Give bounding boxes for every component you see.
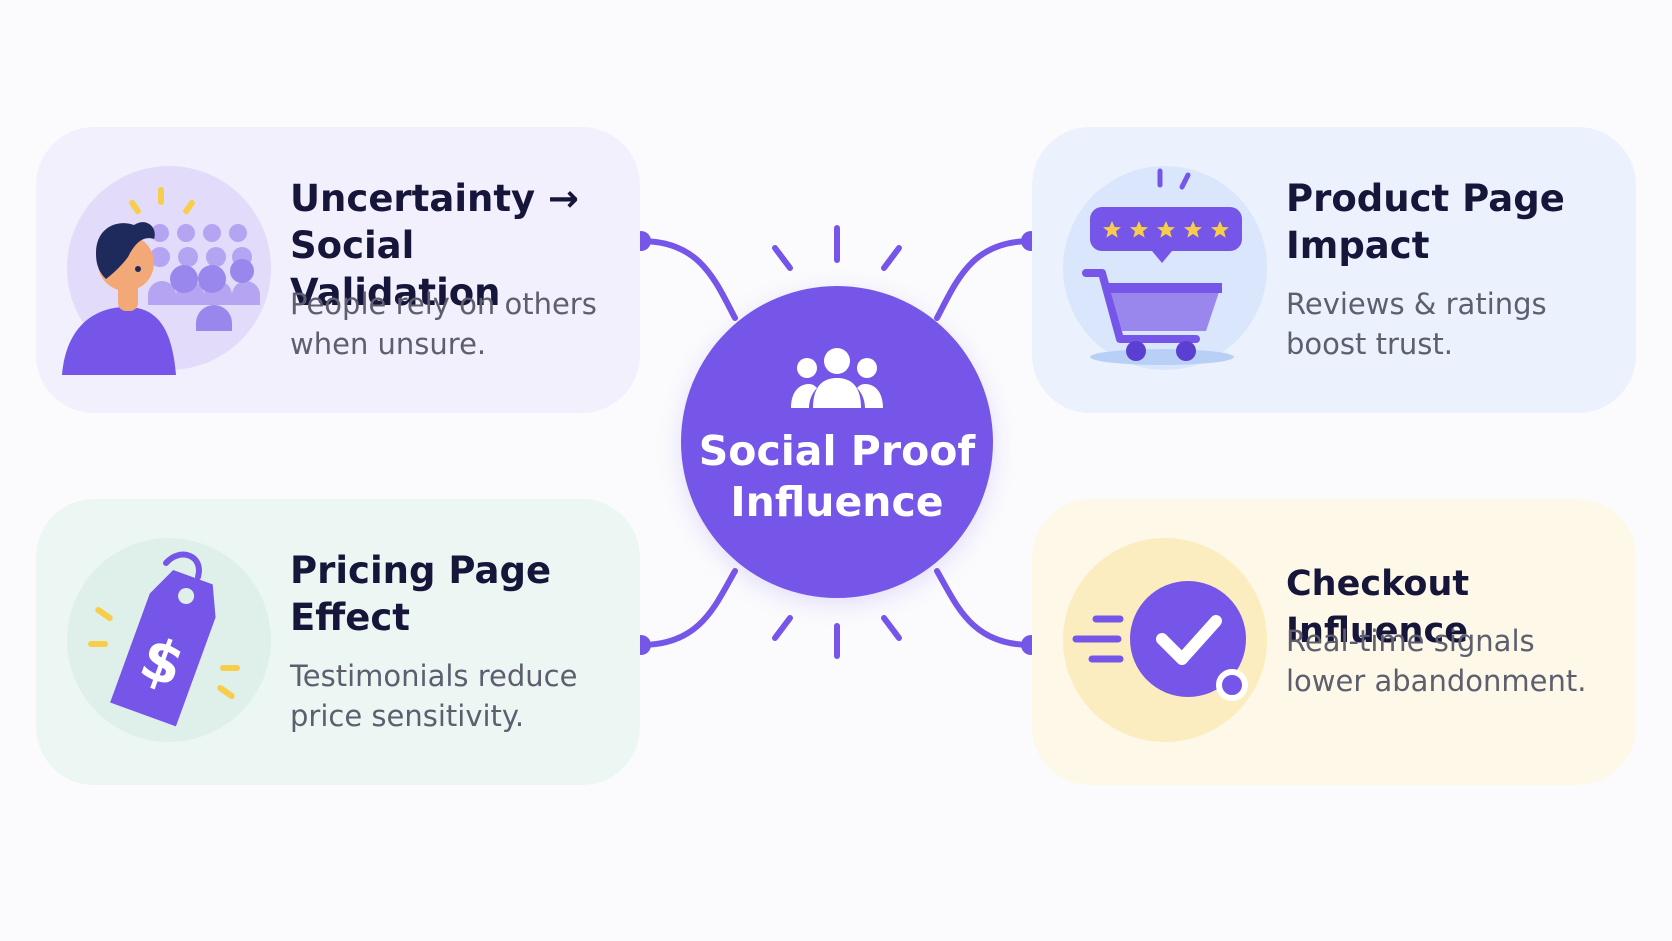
card-title: Product Page Impact	[1286, 175, 1628, 269]
card-title: Uncertainty → Social Validation	[290, 175, 632, 316]
desc-line: People rely on others	[290, 287, 597, 321]
desc-line: lower abandonment.	[1286, 664, 1587, 698]
shopping-cart-rating-illustration	[1058, 161, 1272, 375]
person-crowd-illustration	[62, 161, 276, 375]
card-description: Reviews & ratings boost trust.	[1286, 284, 1628, 364]
title-line: Social Validation	[290, 224, 501, 314]
card-checkout: Checkout Influence Real-time signals low…	[1032, 499, 1636, 785]
desc-line: Real-time signals	[1286, 624, 1535, 658]
card-title: Pricing Page Effect	[290, 547, 632, 641]
desc-line: when unsure.	[290, 327, 487, 361]
people-group-icon	[791, 348, 883, 408]
hub-title: Social Proof Influence	[681, 426, 993, 528]
desc-line: Reviews & ratings	[1286, 287, 1547, 321]
card-pricing-page: $ Pricing Page Effect Testimonials reduc…	[36, 499, 640, 785]
desc-line: Testimonials reduce	[290, 659, 578, 693]
social-proof-hub: Social Proof Influence	[681, 286, 993, 598]
title-line: Effect	[290, 596, 410, 639]
checkmark-illustration	[1058, 533, 1272, 747]
title-line: Uncertainty →	[290, 177, 580, 220]
card-description: People rely on others when unsure.	[290, 284, 632, 364]
card-uncertainty: Uncertainty → Social Validation People r…	[36, 127, 640, 413]
card-description: Real-time signals lower abandonment.	[1286, 621, 1628, 701]
hub-title-line: Social Proof	[698, 427, 976, 475]
card-product-page: Product Page Impact Reviews & ratings bo…	[1032, 127, 1636, 413]
desc-line: price sensitivity.	[290, 699, 525, 733]
card-title: Checkout Influence	[1286, 561, 1630, 655]
title-line: Pricing Page	[290, 549, 552, 592]
title-line: Impact	[1286, 224, 1430, 267]
title-line: Product Page	[1286, 177, 1565, 220]
title-line: Checkout Influence	[1286, 564, 1470, 651]
card-description: Testimonials reduce price sensitivity.	[290, 656, 632, 736]
price-tag-illustration: $	[62, 533, 276, 747]
hub-title-line: Influence	[730, 478, 944, 526]
sunburst-rays	[772, 225, 902, 659]
desc-line: boost trust.	[1286, 327, 1453, 361]
